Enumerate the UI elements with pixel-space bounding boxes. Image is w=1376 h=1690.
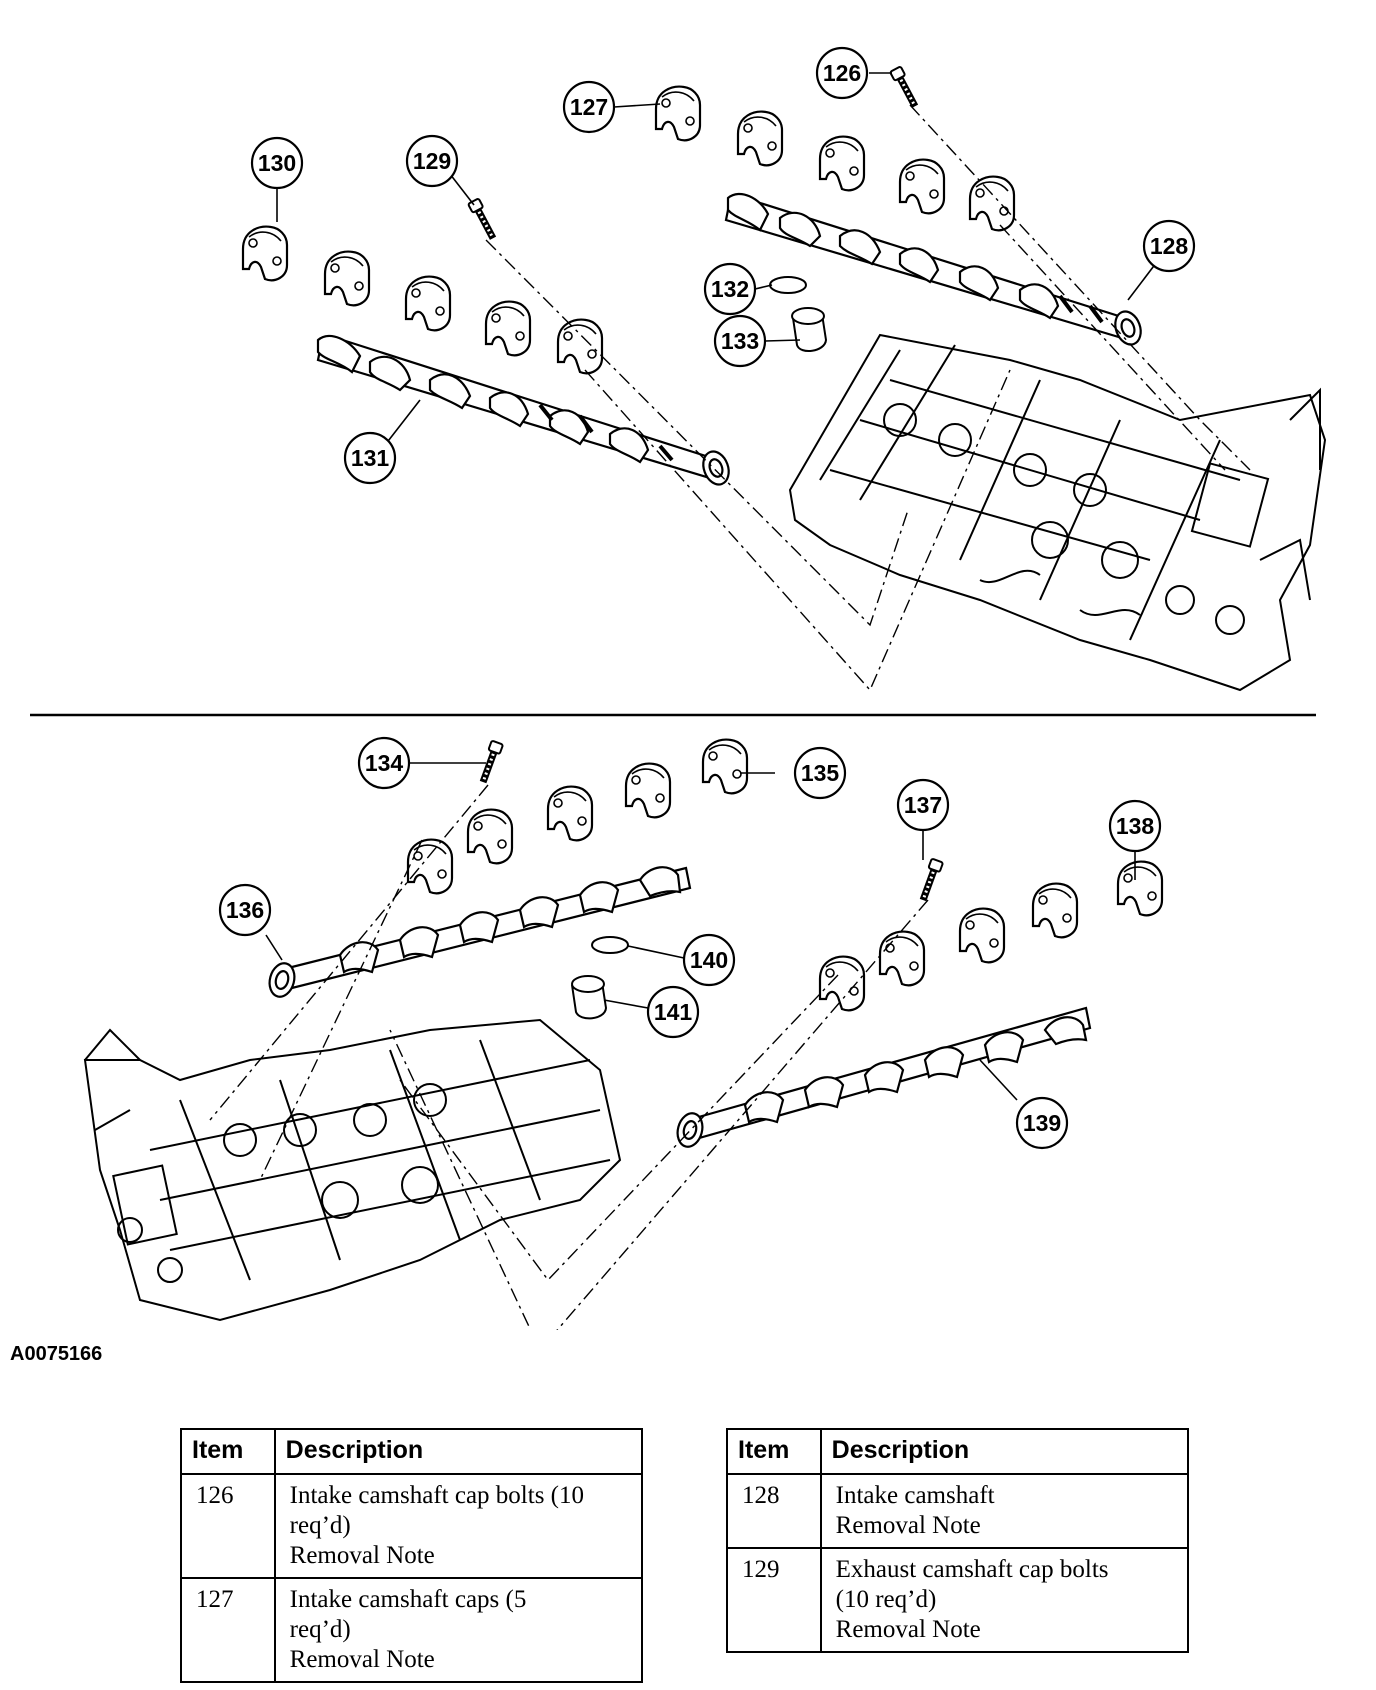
camshaft-139 (676, 1006, 1092, 1148)
callout-134: 134 (357, 736, 411, 790)
callout-127: 127 (562, 80, 616, 134)
bolt-129 (468, 198, 498, 241)
svg-text:130: 130 (258, 150, 296, 176)
item-number: 127 (180, 1577, 276, 1683)
header-item: Item (726, 1428, 822, 1475)
callout-133: 133 (713, 314, 767, 368)
table-header-row: Item Description (726, 1428, 1190, 1475)
callout-131: 131 (343, 431, 397, 485)
svg-text:141: 141 (654, 999, 693, 1025)
svg-text:131: 131 (351, 445, 390, 471)
leader-lines-upper (276, 72, 1170, 446)
table-row: 126 Intake camshaft cap bolts (10 req’d)… (180, 1473, 644, 1579)
item-number: 126 (180, 1473, 276, 1579)
callout-130: 130 (250, 136, 304, 190)
center-lines-lower (209, 784, 929, 1330)
lower-assembly (83, 740, 1164, 1330)
callout-139: 139 (1015, 1096, 1069, 1150)
description-line: (10 req’d) (835, 1586, 937, 1613)
parts-table-right: Item Description 128 Intake camshaft Rem… (726, 1428, 1190, 1653)
table-row: 129 Exhaust camshaft cap bolts (10 req’d… (726, 1547, 1190, 1653)
item-number: 128 (726, 1473, 822, 1549)
removal-note: Removal Note (835, 1616, 981, 1643)
svg-text:126: 126 (823, 60, 861, 86)
svg-text:134: 134 (365, 750, 404, 776)
description-line: Intake camshaft cap bolts (10 (289, 1482, 584, 1509)
o-ring-140 (591, 936, 629, 954)
upper-assembly (241, 66, 1327, 692)
description-line: req’d) (289, 1616, 351, 1643)
bolt-137 (917, 859, 943, 903)
camshaft-136 (268, 866, 692, 998)
callout-126: 126 (815, 46, 869, 100)
table-row: 128 Intake camshaft Removal Note (726, 1473, 1190, 1549)
callout-129: 129 (405, 134, 459, 188)
item-description: Intake camshaft caps (5 req’d) Removal N… (273, 1577, 644, 1683)
header-item: Item (180, 1428, 276, 1475)
leader-lines-lower (265, 762, 1136, 1101)
header-description: Description (819, 1428, 1190, 1475)
o-ring-132 (769, 276, 807, 294)
svg-text:140: 140 (690, 947, 728, 973)
figure-id: A0075166 (10, 1343, 103, 1365)
item-description: Intake camshaft cap bolts (10 req’d) Rem… (273, 1473, 644, 1579)
callout-141: 141 (646, 985, 700, 1039)
center-lines-upper (485, 104, 1251, 692)
parts-table-left: Item Description 126 Intake camshaft cap… (180, 1428, 644, 1683)
svg-text:135: 135 (801, 760, 840, 786)
svg-text:128: 128 (1150, 233, 1189, 259)
removal-note: Removal Note (289, 1646, 435, 1673)
caps-130-row (241, 225, 604, 375)
description-line: Intake camshaft (835, 1482, 995, 1509)
header-description: Description (273, 1428, 644, 1475)
svg-text:133: 133 (721, 328, 759, 354)
svg-text:129: 129 (413, 148, 451, 174)
table-row: 127 Intake camshaft caps (5 req’d) Remov… (180, 1577, 644, 1683)
callout-132: 132 (703, 262, 757, 316)
callout-140: 140 (682, 933, 736, 987)
camshaft-128 (724, 192, 1142, 346)
callout-128: 128 (1142, 219, 1196, 273)
caps-138-row (818, 860, 1164, 1012)
spacer-133 (791, 307, 828, 352)
cylinder-head-lower (83, 1018, 622, 1322)
svg-text:139: 139 (1023, 1110, 1061, 1136)
spacer-141 (571, 975, 608, 1020)
svg-text:138: 138 (1116, 813, 1155, 839)
description-line: req’d) (289, 1512, 351, 1539)
callout-136: 136 (218, 883, 272, 937)
table-header-row: Item Description (180, 1428, 644, 1475)
svg-text:127: 127 (570, 94, 608, 120)
svg-text:137: 137 (904, 792, 942, 818)
svg-text:136: 136 (226, 897, 264, 923)
bolt-126 (890, 66, 920, 109)
description-line: Exhaust camshaft cap bolts (835, 1556, 1109, 1583)
caps-127-row (654, 85, 1016, 232)
item-description: Exhaust camshaft cap bolts (10 req’d) Re… (819, 1547, 1190, 1653)
callout-137: 137 (896, 778, 950, 832)
item-number: 129 (726, 1547, 822, 1653)
removal-note: Removal Note (289, 1542, 435, 1569)
svg-text:132: 132 (711, 276, 749, 302)
description-line: Intake camshaft caps (5 (289, 1586, 527, 1613)
item-description: Intake camshaft Removal Note (819, 1473, 1190, 1549)
callout-135: 135 (793, 746, 847, 800)
cylinder-head-upper (788, 333, 1327, 692)
removal-note: Removal Note (835, 1512, 981, 1539)
exploded-camshaft-diagram: 126 127 128 129 130 131 132 133 134 135 … (30, 46, 1327, 1330)
callout-138: 138 (1108, 799, 1162, 853)
